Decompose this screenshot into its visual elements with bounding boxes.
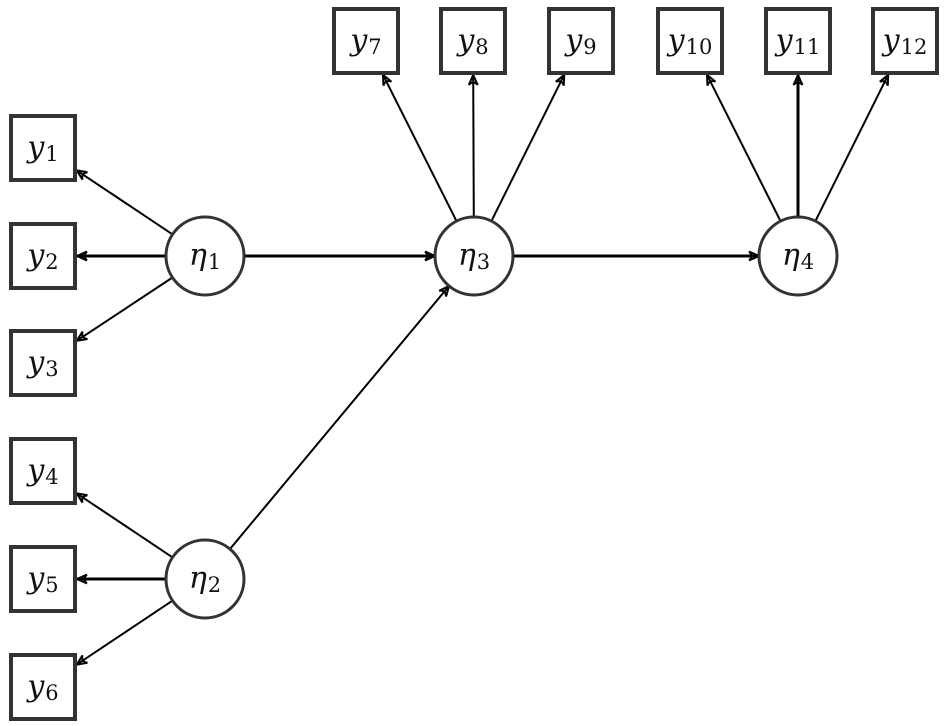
latent-circle xyxy=(164,215,246,297)
observed-box xyxy=(871,7,939,75)
observed-box xyxy=(547,7,615,75)
observed-subscript: 5 xyxy=(45,573,58,597)
observed-label: y6 xyxy=(25,669,58,705)
observed-node-y12: y12 xyxy=(871,7,939,75)
arrow-eta2-to-y6 xyxy=(77,599,174,665)
observed-box xyxy=(764,7,832,75)
observed-symbol: y xyxy=(774,23,794,58)
latent-symbol: η xyxy=(782,238,800,273)
observed-subscript: 7 xyxy=(368,35,381,59)
latent-symbol: η xyxy=(189,561,207,596)
observed-node-y1: y1 xyxy=(9,114,77,182)
arrow-eta1-to-y3 xyxy=(77,276,174,341)
observed-symbol: y xyxy=(25,453,45,488)
observed-box xyxy=(9,114,77,182)
observed-label: y11 xyxy=(774,23,821,59)
observed-node-y7: y7 xyxy=(332,7,400,75)
latent-node-eta3: η3 xyxy=(433,215,515,297)
observed-subscript: 9 xyxy=(583,35,596,59)
arrow-eta3-to-y9 xyxy=(490,75,564,222)
observed-box xyxy=(9,222,77,290)
latent-node-eta4: η4 xyxy=(757,215,839,297)
edge-layer xyxy=(77,75,889,665)
arrow-eta3-to-y8 xyxy=(473,75,474,218)
observed-label: y3 xyxy=(25,345,58,381)
arrow-eta1-to-y1 xyxy=(77,170,174,236)
latent-node-eta1: η1 xyxy=(164,215,246,297)
observed-box xyxy=(9,653,77,721)
observed-box xyxy=(9,329,77,397)
arrow-eta4-to-y12 xyxy=(814,75,888,222)
observed-symbol: y xyxy=(25,345,45,380)
observed-label: y9 xyxy=(563,23,596,59)
observed-symbol: y xyxy=(25,238,45,273)
observed-node-y10: y10 xyxy=(656,7,724,75)
observed-symbol: y xyxy=(348,23,368,58)
arrow-eta2-to-eta3 xyxy=(229,286,449,550)
observed-subscript: 11 xyxy=(794,35,821,59)
observed-symbol: y xyxy=(25,130,45,165)
observed-subscript: 8 xyxy=(475,35,488,59)
arrow-eta2-to-y4 xyxy=(77,493,174,559)
observed-node-y11: y11 xyxy=(764,7,832,75)
observed-symbol: y xyxy=(666,23,686,58)
observed-box xyxy=(656,7,724,75)
observed-label: y4 xyxy=(25,453,58,489)
latent-subscript: 2 xyxy=(208,573,221,597)
latent-label: η1 xyxy=(189,238,221,274)
observed-subscript: 10 xyxy=(686,35,713,59)
latent-circle xyxy=(164,538,246,620)
observed-box xyxy=(439,7,507,75)
latent-label: η3 xyxy=(458,238,490,274)
observed-symbol: y xyxy=(881,23,901,58)
observed-subscript: 2 xyxy=(45,250,58,274)
observed-node-y2: y2 xyxy=(9,222,77,290)
latent-symbol: η xyxy=(189,238,207,273)
latent-node-eta2: η2 xyxy=(164,538,246,620)
observed-label: y1 xyxy=(25,130,58,166)
observed-symbol: y xyxy=(25,561,45,596)
observed-node-y8: y8 xyxy=(439,7,507,75)
latent-subscript: 1 xyxy=(208,250,221,274)
observed-subscript: 3 xyxy=(45,357,58,381)
latent-label: η4 xyxy=(782,238,814,274)
latent-subscript: 3 xyxy=(477,250,490,274)
latent-circle xyxy=(757,215,839,297)
observed-label: y10 xyxy=(666,23,713,59)
observed-node-y6: y6 xyxy=(9,653,77,721)
latent-symbol: η xyxy=(458,238,476,273)
observed-label: y8 xyxy=(455,23,488,59)
arrow-eta3-to-y7 xyxy=(383,75,458,222)
observed-subscript: 12 xyxy=(901,35,928,59)
observed-node-y5: y5 xyxy=(9,545,77,613)
observed-label: y2 xyxy=(25,238,58,274)
observed-label: y5 xyxy=(25,561,58,597)
observed-label: y7 xyxy=(348,23,381,59)
arrow-eta4-to-y10 xyxy=(707,75,782,222)
observed-subscript: 6 xyxy=(45,681,58,705)
latent-subscript: 4 xyxy=(801,250,814,274)
observed-symbol: y xyxy=(455,23,475,58)
observed-node-y4: y4 xyxy=(9,437,77,505)
observed-label: y12 xyxy=(881,23,928,59)
observed-symbol: y xyxy=(25,669,45,704)
observed-subscript: 1 xyxy=(45,142,58,166)
observed-node-y3: y3 xyxy=(9,329,77,397)
observed-node-y9: y9 xyxy=(547,7,615,75)
latent-label: η2 xyxy=(189,561,221,597)
observed-box xyxy=(9,545,77,613)
latent-circle xyxy=(433,215,515,297)
observed-box xyxy=(9,437,77,505)
observed-symbol: y xyxy=(563,23,583,58)
observed-subscript: 4 xyxy=(45,465,58,489)
observed-box xyxy=(332,7,400,75)
